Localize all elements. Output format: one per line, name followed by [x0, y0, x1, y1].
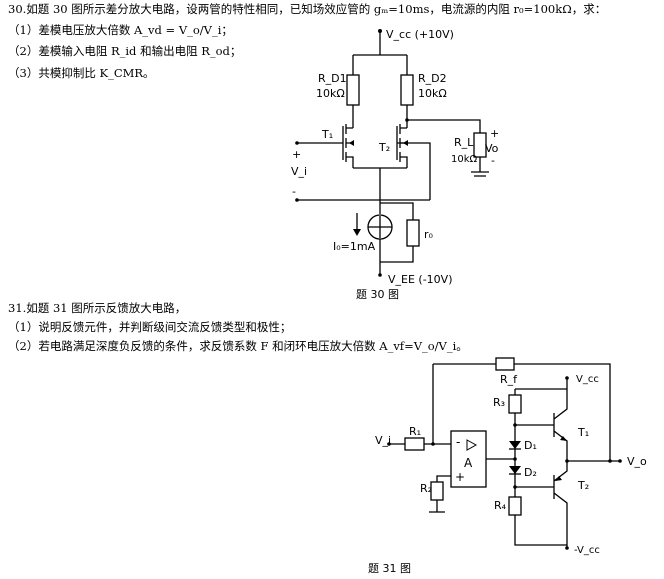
d2-label: D₂ — [524, 466, 537, 479]
rd2-value: 10kΩ — [418, 87, 447, 100]
resistor-r2 — [430, 481, 444, 501]
opamp-minus: - — [456, 435, 460, 449]
inverting-node — [431, 442, 435, 446]
vi-minus-30: - — [292, 185, 296, 198]
vcc-label-30: V_cc (+10V) — [386, 28, 454, 41]
vo-minus-30: - — [491, 154, 495, 167]
vi-label-30: V_i — [291, 165, 307, 178]
r4-label: R₄ — [494, 499, 507, 512]
rl-ground — [471, 157, 489, 177]
vo-node-31 — [618, 459, 622, 463]
mosfet-t2 — [396, 124, 431, 200]
problem-30-item-3: （3）共模抑制比 K_CMR。 — [8, 66, 155, 80]
neg-vcc-node — [565, 546, 569, 550]
cs-bottom-wires — [379, 239, 414, 275]
resistor-r0 — [406, 219, 420, 247]
rd1-value: 10kΩ — [316, 87, 345, 100]
diode-d2 — [509, 466, 521, 474]
rf-label: R_f — [500, 373, 518, 386]
t2-label-30: T₂ — [378, 141, 390, 154]
resistor-r4 — [508, 496, 522, 516]
t1-label-30: T₁ — [321, 128, 333, 141]
vcc-wires-30 — [352, 31, 408, 75]
vcc-label-31: V_cc — [576, 374, 599, 385]
r3-label: R₃ — [493, 396, 505, 409]
problem-30-item-2: （2）差模输入电阻 R_id 和输出电阻 R_od； — [8, 44, 242, 58]
rd2-name: R_D2 — [418, 72, 447, 85]
d1-label: D₁ — [524, 439, 537, 452]
i0-label: I₀=1mA — [333, 240, 376, 253]
vee-label: V_EE (-10V) — [388, 273, 453, 286]
vo-label-31: V_o — [627, 455, 647, 468]
transistor-t2 — [515, 461, 568, 548]
r2-label: R₂ — [420, 482, 432, 495]
bias-column-wires — [514, 389, 567, 546]
t2-emitter-arrow — [555, 476, 562, 481]
figure-30-caption: 题 30 图 — [356, 288, 399, 301]
input-ground-node-30 — [295, 198, 299, 202]
vcc-node-31 — [565, 376, 569, 380]
rl-value: 10kΩ — [451, 154, 478, 165]
r2-wires — [429, 475, 451, 513]
cs-top-wires — [379, 202, 414, 220]
vo-label-30: Vo — [485, 142, 499, 155]
resistor-r1 — [404, 437, 425, 451]
resistor-r3 — [508, 394, 522, 414]
transistor-t1 — [515, 378, 568, 461]
vi-label-31: V_i — [375, 434, 391, 447]
vo-plus-30: + — [490, 127, 499, 140]
problem-30-title: 30.如题 30 图所示差分放大电路，设两管的特性相同，已知场效应管的 gₘ=1… — [8, 2, 607, 16]
feedback-junction — [608, 459, 612, 463]
resistor-rd1 — [346, 74, 360, 106]
rl-top-wire — [407, 119, 481, 133]
resistor-rd2 — [400, 74, 414, 106]
opamp-label: A — [464, 456, 473, 470]
source-wires-30 — [353, 167, 407, 203]
rf-wires — [433, 363, 611, 461]
rl-name: R_L — [454, 136, 474, 149]
problem-31-item-1: （1）说明反馈元件，并判断级间交流反馈类型和极性； — [8, 320, 292, 334]
neg-vcc-label: -V_cc — [574, 545, 600, 556]
problem-31-item-2: （2）若电路满足深度负反馈的条件，求反馈系数 F 和闭环电压放大倍数 A_vf=… — [8, 339, 468, 353]
t1-emitter-arrow — [560, 436, 567, 441]
r1-label: R₁ — [409, 425, 421, 438]
figure-31: R_f V_i R₁ - A + R₂ R₃ D₁ D₂ R — [368, 357, 647, 575]
emitter-junction — [565, 459, 569, 463]
figure-31-caption: 题 31 图 — [368, 562, 411, 575]
i0-arrow-head — [353, 229, 361, 236]
diode-d1 — [509, 441, 521, 449]
resistor-rf — [495, 357, 515, 371]
t2-label-31: T₂ — [577, 479, 589, 492]
drain2-junction — [405, 118, 409, 122]
mosfet-t1 — [297, 124, 354, 168]
r0-label: r₀ — [424, 228, 434, 241]
opamp-plus: + — [455, 470, 465, 484]
opamp-triangle-icon — [466, 439, 478, 451]
t1-label-31: T₁ — [577, 426, 589, 439]
rd1-name: R_D1 — [318, 72, 347, 85]
problem-31-title: 31.如题 31 图所示反馈放大电路， — [8, 301, 187, 315]
problem-30-item-1: （1）差模电压放大倍数 A_vd = V_o/V_i； — [8, 23, 233, 37]
t1-base-node — [513, 423, 517, 427]
current-source-symbol — [368, 216, 392, 238]
vi-plus-30: + — [292, 148, 301, 161]
drain-wires-30 — [352, 105, 408, 128]
input-node-30 — [295, 141, 299, 145]
vee-node — [378, 273, 382, 277]
figure-30: V_cc (+10V) R_D1 10kΩ R_D2 10kΩ R_L 10kΩ… — [291, 28, 499, 301]
t2-base-node — [513, 485, 517, 489]
